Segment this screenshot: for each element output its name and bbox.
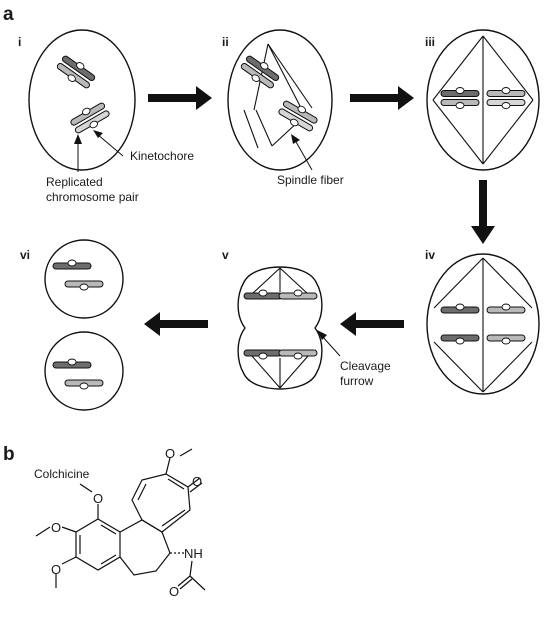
cell-stage-iii xyxy=(426,29,540,171)
replicated-label-line1: Replicated xyxy=(46,175,103,189)
arrow-iv-to-v xyxy=(340,312,404,336)
spindle-fibers xyxy=(432,35,534,165)
panel-label-b: b xyxy=(3,444,15,465)
cell-stage-ii xyxy=(227,29,333,171)
atom-amide-o: O xyxy=(169,584,179,599)
stage-label-v: v xyxy=(222,248,229,262)
arrow-ii-to-iii xyxy=(350,86,414,110)
panel-label-a: a xyxy=(3,4,14,25)
kinetochore-pointer xyxy=(93,130,124,157)
atom-nh: NH xyxy=(184,546,203,561)
colchicine-structure: O O O O O NH O xyxy=(35,446,206,599)
replicated-label-line2: chromosome pair xyxy=(46,190,139,204)
atom-carbonyl-o: O xyxy=(192,474,202,489)
spindle-fiber-label: Spindle fiber xyxy=(277,173,344,187)
cleavage-label-line1: Cleavage xyxy=(340,359,391,373)
stage-label-iii: iii xyxy=(425,35,435,49)
cell-stage-i xyxy=(28,29,136,171)
daughter-cell-bottom xyxy=(44,331,124,411)
atom-methoxy-o: O xyxy=(165,446,175,461)
cleavage-furrow-pointer xyxy=(317,330,341,357)
spindle-fibers xyxy=(251,267,309,389)
stage-label-vi: vi xyxy=(20,248,30,262)
stage-label-iv: iv xyxy=(425,248,435,262)
stage-label-i: i xyxy=(18,35,21,49)
atom-methoxy-o: O xyxy=(93,491,103,506)
atom-methoxy-o: O xyxy=(51,562,61,577)
molecule-name: Colchicine xyxy=(34,467,90,481)
kinetochore-label: Kinetochore xyxy=(130,149,194,163)
cell-stage-v xyxy=(237,266,323,390)
spindle-fibers xyxy=(433,257,533,393)
cell-stage-iv xyxy=(426,253,540,395)
arrow-v-to-vi xyxy=(144,312,208,336)
atom-methoxy-o: O xyxy=(51,520,61,535)
arrow-i-to-ii xyxy=(148,86,212,110)
stage-label-ii: ii xyxy=(222,35,229,49)
cleavage-label-line2: furrow xyxy=(340,374,374,388)
replicated-pair-pointer xyxy=(74,134,82,172)
arrow-iii-to-iv xyxy=(471,180,495,244)
daughter-cell-top xyxy=(44,239,124,319)
spindle-fiber-pointer xyxy=(291,134,313,171)
